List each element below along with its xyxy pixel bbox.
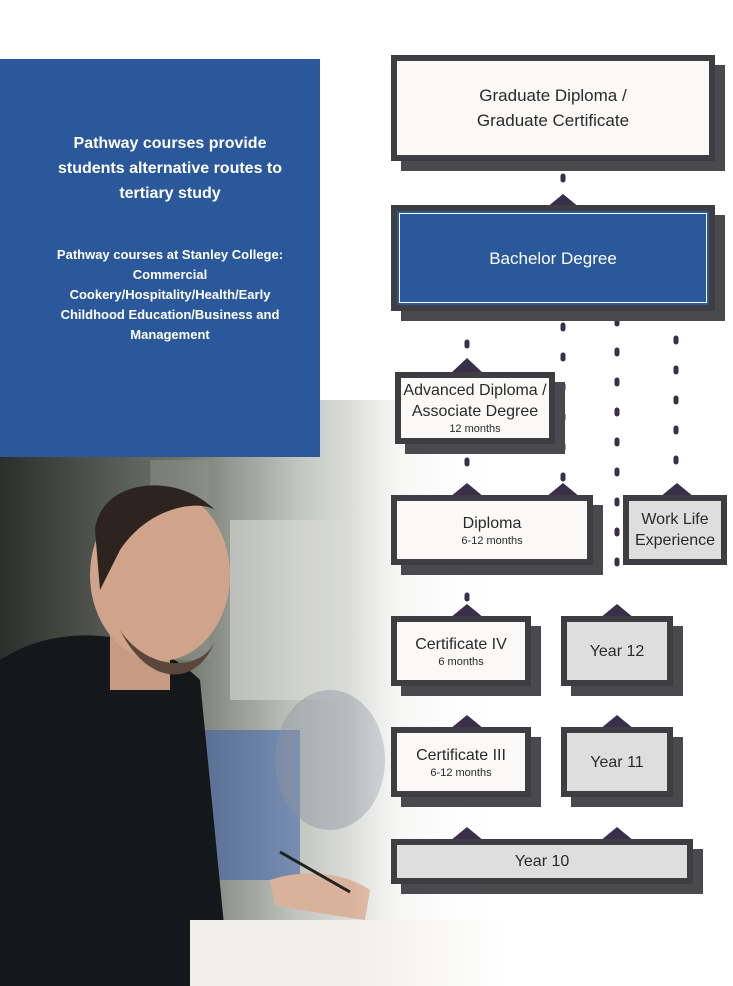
box-year-10: Year 10: [391, 839, 693, 884]
arrow-cert4: [450, 604, 484, 618]
box-cert3-title: Certificate III: [416, 746, 506, 764]
panel-subtext: Pathway courses at Stanley College: Comm…: [56, 247, 284, 342]
arrow-cert3: [450, 715, 484, 729]
arrow-graduate: [546, 194, 580, 208]
box-cert3-duration: 6-12 months: [430, 766, 492, 779]
arrow-year10-left: [450, 827, 484, 841]
box-year-12: Year 12: [561, 616, 673, 686]
box-advanced-title: Advanced Diploma / Associate Degree: [403, 382, 547, 420]
box-bachelor-title: Bachelor Degree: [489, 248, 617, 268]
box-work-life-experience: Work Life Experience: [623, 495, 727, 565]
box-graduate-title: Graduate Diploma / Graduate Certificate: [476, 86, 630, 130]
box-advanced-duration: 12 months: [449, 423, 501, 435]
panel-heading: Pathway courses provide students alterna…: [57, 135, 283, 202]
box-year11-title: Year 11: [590, 753, 644, 771]
box-year12-title: Year 12: [589, 642, 645, 660]
box-year10-title: Year 10: [514, 853, 570, 870]
arrow-year10-right: [600, 827, 634, 841]
box-bachelor-degree: Bachelor Degree: [391, 205, 715, 311]
box-graduate-diploma: Graduate Diploma / Graduate Certificate: [391, 55, 715, 161]
box-certificate-iii: Certificate III 6-12 months: [391, 727, 531, 797]
arrow-year11: [600, 715, 634, 729]
arrow-advanced: [450, 358, 484, 374]
box-worklife-title: Work Life Experience: [634, 511, 716, 549]
box-diploma: Diploma 6-12 months: [391, 495, 593, 565]
arrow-diploma-right: [546, 483, 580, 497]
box-diploma-duration: 6-12 months: [461, 534, 523, 547]
box-certificate-iv: Certificate IV 6 months: [391, 616, 531, 686]
arrow-worklife: [660, 483, 694, 497]
box-cert4-title: Certificate IV: [415, 635, 507, 653]
info-panel: Pathway courses provide students alterna…: [0, 59, 320, 457]
box-advanced-diploma: Advanced Diploma / Associate Degree 12 m…: [395, 372, 555, 444]
box-year-11: Year 11: [561, 727, 673, 797]
box-diploma-title: Diploma: [462, 514, 522, 532]
box-cert4-duration: 6 months: [438, 655, 484, 668]
arrow-diploma-left: [450, 483, 484, 497]
arrow-year12: [600, 604, 634, 618]
